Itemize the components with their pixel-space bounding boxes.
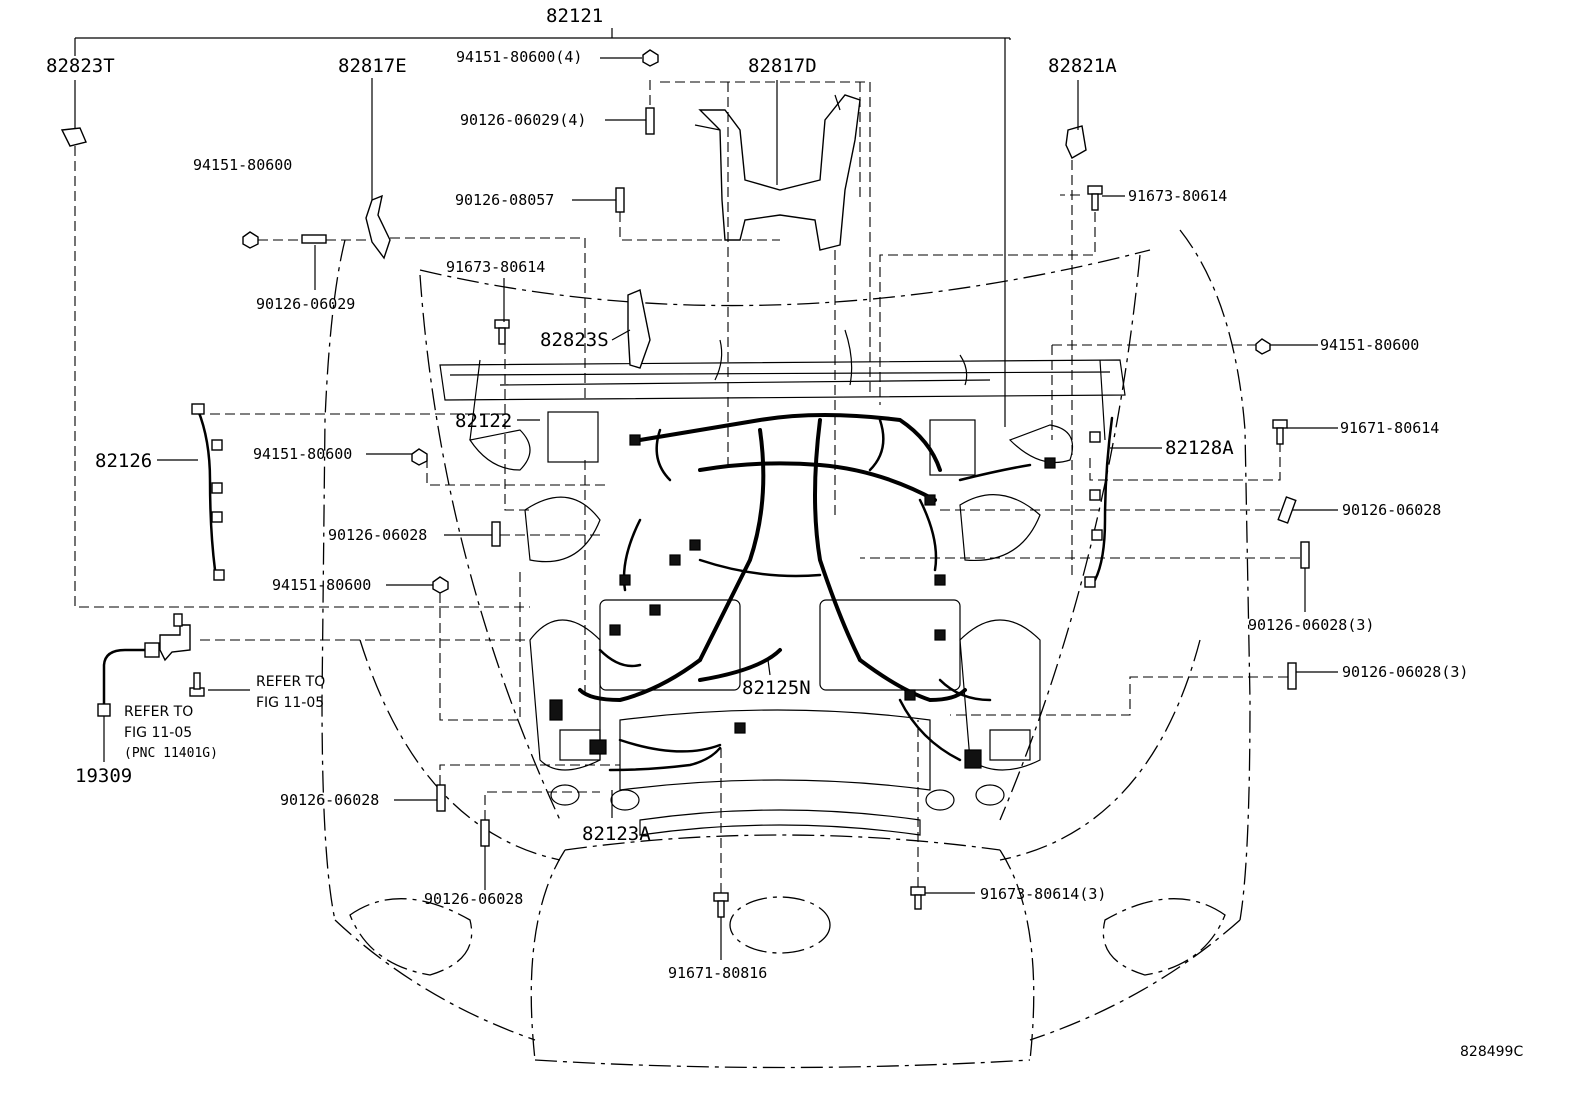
label-90126-06029-4: 90126-06029(4) xyxy=(460,111,586,129)
parts-graphics xyxy=(60,94,1114,772)
clip-82821A xyxy=(1065,125,1087,159)
stud-icon xyxy=(301,234,327,244)
fasteners xyxy=(189,49,1310,918)
label-94151-80600-right: 94151-80600 xyxy=(1320,336,1419,354)
label-91673-80614-mid: 91673-80614 xyxy=(446,258,545,276)
engine-bay xyxy=(439,329,1126,836)
sensor-19309 xyxy=(159,624,191,662)
bolt-icon xyxy=(1272,419,1288,445)
label-94151-80600-low: 94151-80600 xyxy=(272,576,371,594)
stud-icon xyxy=(491,521,501,547)
nut-icon xyxy=(432,576,449,594)
bracket-82817D xyxy=(698,94,861,251)
label-19309: 19309 xyxy=(75,765,132,787)
bolt-icon xyxy=(910,886,926,910)
bracket-82817E xyxy=(365,194,391,260)
nut-icon xyxy=(242,231,259,249)
label-90126-06029: 90126-06029 xyxy=(256,295,355,313)
nut-icon xyxy=(642,49,659,67)
harness-82125N xyxy=(698,648,782,682)
label-82817D: 82817D xyxy=(748,55,817,77)
label-91673-80614-top: 91673-80614 xyxy=(1128,187,1227,205)
refer-note-b-line3: (PNC 11401G) xyxy=(124,746,218,761)
label-82817E: 82817E xyxy=(338,55,407,77)
vehicle-body-outline xyxy=(321,229,1251,1069)
label-82821A: 82821A xyxy=(1048,55,1117,77)
bolt-icon xyxy=(189,672,205,697)
stud-icon xyxy=(436,784,446,812)
label-91671-80614: 91671-80614 xyxy=(1340,419,1439,437)
dashed-connection-lines xyxy=(74,80,1300,893)
label-94151-80600-4: 94151-80600(4) xyxy=(456,48,582,66)
label-90126-06028-left: 90126-06028 xyxy=(328,526,427,544)
refer-note-a-line2: FIG 11-05 xyxy=(256,695,324,711)
stud-icon xyxy=(645,107,655,135)
nut-icon xyxy=(1255,338,1271,355)
stud-icon xyxy=(480,819,490,847)
refer-note-b-line2: FIG 11-05 xyxy=(124,725,192,741)
label-94151-80600-mid: 94151-80600 xyxy=(253,445,352,463)
label-90126-06028-3-b: 90126-06028(3) xyxy=(1342,663,1468,681)
bolt-icon xyxy=(1087,185,1103,211)
label-91671-80816: 91671-80816 xyxy=(668,964,767,982)
label-82121: 82121 xyxy=(546,5,603,27)
label-90126-08057: 90126-08057 xyxy=(455,191,554,209)
harness-82126 xyxy=(196,408,217,572)
label-82126: 82126 xyxy=(95,450,152,472)
harness-82128A xyxy=(1093,416,1114,582)
nut-icon xyxy=(411,448,428,466)
label-90126-06028-3-a: 90126-06028(3) xyxy=(1248,616,1374,634)
stud-icon xyxy=(1277,496,1297,524)
label-82125N: 82125N xyxy=(742,677,811,699)
label-82823S: 82823S xyxy=(540,329,609,351)
label-82128A: 82128A xyxy=(1165,437,1234,459)
label-82122: 82122 xyxy=(455,410,512,432)
label-82823T: 82823T xyxy=(46,55,115,77)
stud-icon xyxy=(615,187,625,213)
engine-wire-harness xyxy=(549,413,1056,769)
label-94151-80600-left: 94151-80600 xyxy=(193,156,292,174)
diagram-id: 828499C xyxy=(1460,1044,1523,1060)
label-90126-06028-right: 90126-06028 xyxy=(1342,501,1441,519)
bolt-icon xyxy=(494,319,510,345)
label-91673-80614-3: 91673-80614(3) xyxy=(980,885,1106,903)
harness-82123A xyxy=(608,746,722,772)
stud-icon xyxy=(1287,662,1297,690)
bolt-icon xyxy=(713,892,729,918)
label-82123A: 82123A xyxy=(582,823,651,845)
stud-icon xyxy=(1300,541,1310,569)
refer-note-b-line1: REFER TO xyxy=(124,704,193,720)
label-90126-06028-bl: 90126-06028 xyxy=(280,791,379,809)
clamp-82823S xyxy=(627,289,651,369)
sensor-cable-19309 xyxy=(102,648,147,707)
part-labels: 82121 82823T 82817E 94151-80600(4) 82817… xyxy=(46,5,1523,1060)
clamp-82823T xyxy=(60,127,87,147)
leader-lines xyxy=(74,28,1338,960)
refer-note-a-line1: REFER TO xyxy=(256,674,325,690)
label-90126-06028-bot: 90126-06028 xyxy=(424,890,523,908)
